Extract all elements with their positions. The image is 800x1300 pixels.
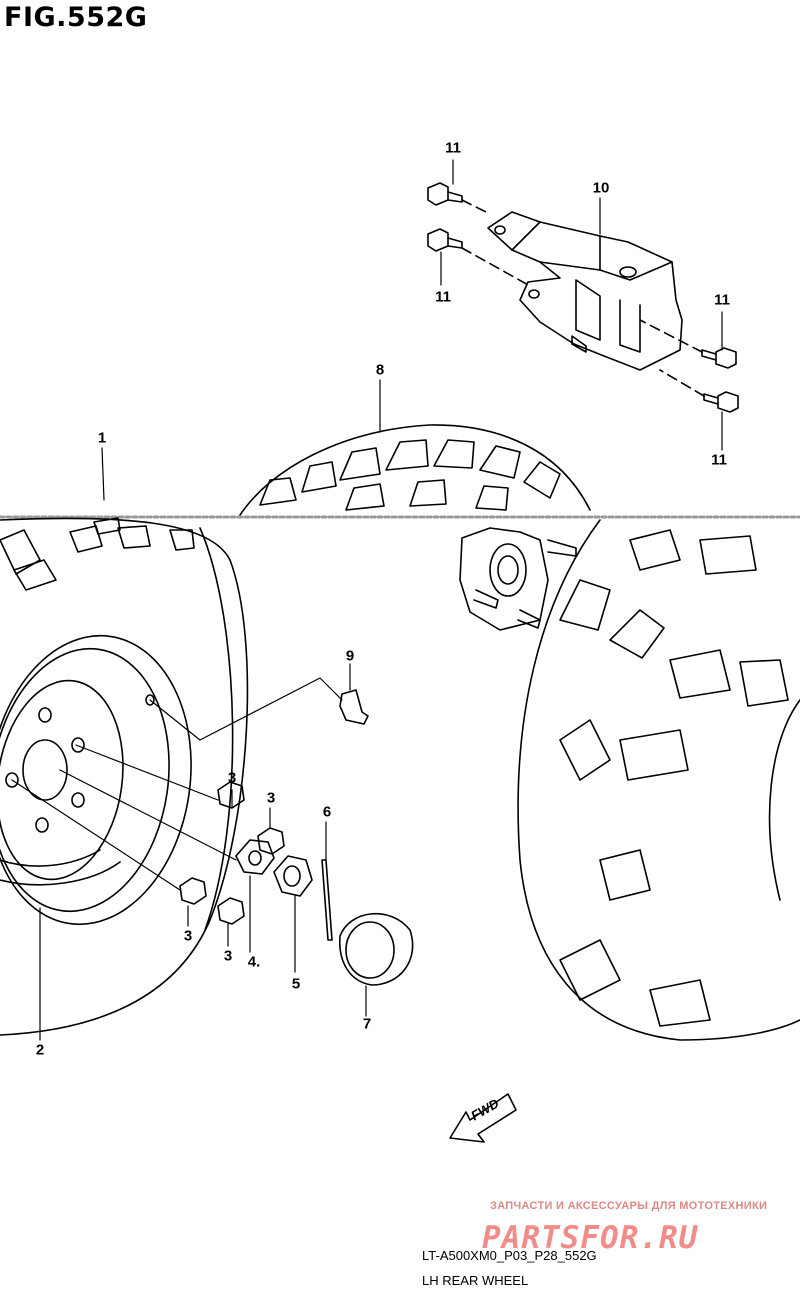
watermark-logo: PARTSFOR.RU (482, 1220, 699, 1256)
bolt-11-b (427, 228, 531, 287)
castle-nut-5 (273, 855, 313, 897)
bracket (487, 211, 683, 371)
tire-2 (0, 517, 249, 1036)
callout-11-b: 11 (435, 288, 451, 306)
diagram-subtitle: LH REAR WHEEL (422, 1273, 529, 1288)
bolt-11-a (427, 182, 491, 215)
nut-3-d (217, 897, 245, 925)
callout-4: 4. (247, 953, 261, 971)
callout-3-b: 3 (266, 789, 276, 807)
callout-8: 8 (375, 361, 385, 379)
leader-lines (39, 159, 723, 1041)
callout-6: 6 (322, 803, 332, 821)
callout-3-a: 3 (227, 769, 237, 787)
cap-7 (339, 912, 414, 986)
callout-7: 7 (362, 1015, 372, 1033)
bolt-11-c (639, 319, 737, 369)
callout-11-a: 11 (445, 139, 461, 157)
wheel-hub (459, 527, 577, 631)
figure-title: FIG.552G (4, 2, 148, 33)
cotter-pin-6 (321, 859, 333, 941)
nut-3-c (11, 779, 207, 905)
callout-1: 1 (97, 429, 107, 447)
callout-3-c: 3 (183, 927, 193, 945)
valve-9 (149, 677, 369, 741)
diagram-code: LT-A500XM0_P03_P28_552G (422, 1248, 597, 1263)
bolt-11-d (659, 369, 739, 413)
washer-4 (59, 769, 275, 875)
callout-11-d: 11 (711, 451, 727, 469)
wheel-rim (0, 634, 192, 926)
callout-2: 2 (35, 1041, 45, 1059)
nut-3-a (75, 744, 245, 809)
callout-3-d: 3 (223, 947, 233, 965)
callout-9: 9 (345, 647, 355, 665)
tire-right (517, 519, 800, 1041)
callout-11-c: 11 (714, 291, 730, 309)
callout-10: 10 (592, 179, 610, 197)
watermark-tagline: ЗАПЧАСТИ И АКСЕССУАРЫ ДЛЯ МОТОТЕХНИКИ (490, 1200, 768, 1212)
fwd-arrow (449, 1093, 517, 1143)
callout-5: 5 (291, 975, 301, 993)
tire-8 (239, 424, 591, 516)
